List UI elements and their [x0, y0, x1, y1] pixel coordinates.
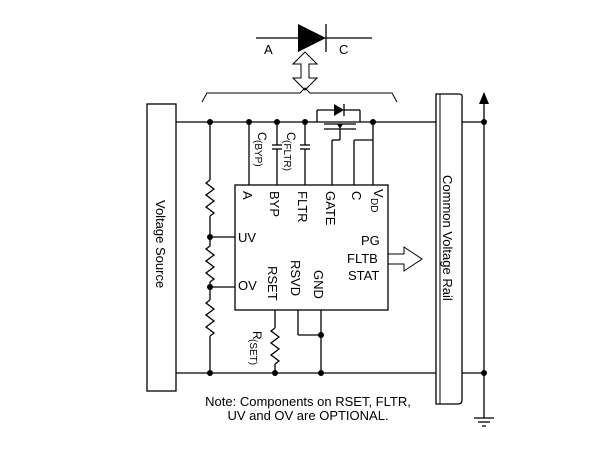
grouping-brace — [201, 87, 398, 103]
svg-text:C: C — [284, 132, 298, 141]
pin-rsvd-label: RSVD — [288, 260, 303, 296]
svg-text:(BYP): (BYP) — [252, 140, 263, 167]
pin-stat-label: STAT — [348, 268, 379, 283]
pin-fltr-label: FLTR — [295, 191, 310, 223]
cathode-label: C — [339, 42, 348, 57]
status-output-arrow-icon — [387, 246, 423, 272]
controller-chip — [234, 184, 389, 311]
pin-a-label: A — [240, 191, 255, 200]
diode-triangle-icon — [298, 24, 326, 52]
common-rail-label: Common Voltage Rail — [440, 175, 455, 301]
voltage-source-label: Voltage Source — [153, 200, 168, 288]
output-arrow-and-ground — [474, 92, 494, 427]
r-set-label: R (SET) — [247, 331, 264, 365]
svg-text:(SET): (SET) — [247, 339, 258, 365]
common-voltage-rail-block: Common Voltage Rail — [435, 93, 463, 405]
pin-gnd-label: GND — [311, 270, 326, 299]
pin-uv-label: UV — [238, 230, 256, 245]
pin-fltb-label: FLTB — [347, 251, 378, 266]
pin-vdd-label: V — [371, 189, 386, 198]
c-byp-label: C (BYP) — [252, 132, 269, 167]
svg-text:(FLTR): (FLTR) — [281, 140, 292, 171]
pin-byp-label: BYP — [267, 191, 282, 217]
note-line-1: Note: Components on RSET, FLTR, — [205, 394, 411, 409]
resistor-divider — [204, 122, 235, 373]
voltage-source-block: Voltage Source — [146, 103, 177, 392]
pin-vdd-subscript: DD — [368, 198, 379, 212]
ideal-diode-symbol: A C — [256, 24, 372, 57]
pin-ov-label: OV — [238, 278, 257, 293]
mosfet-icon — [316, 104, 361, 185]
equivalence-arrow-icon — [291, 51, 319, 91]
pin-rset-label: RSET — [265, 266, 280, 301]
svg-text:R: R — [250, 331, 264, 340]
c-fltr-capacitor — [300, 122, 310, 185]
pin-pg-label: PG — [361, 233, 380, 248]
svg-text:C: C — [255, 132, 269, 141]
c-fltr-label: C (FLTR) — [281, 132, 298, 171]
note-line-2: UV and OV are OPTIONAL. — [227, 408, 388, 423]
pin-gate-label: GATE — [323, 191, 338, 226]
anode-label: A — [264, 42, 273, 57]
arrow-up-icon — [479, 92, 489, 104]
c-byp-capacitor — [272, 122, 282, 185]
pin-c-label: C — [349, 191, 364, 200]
r-set-resistor — [269, 310, 281, 373]
top-pin-labels: A BYP FLTR GATE C V DD — [240, 189, 386, 226]
